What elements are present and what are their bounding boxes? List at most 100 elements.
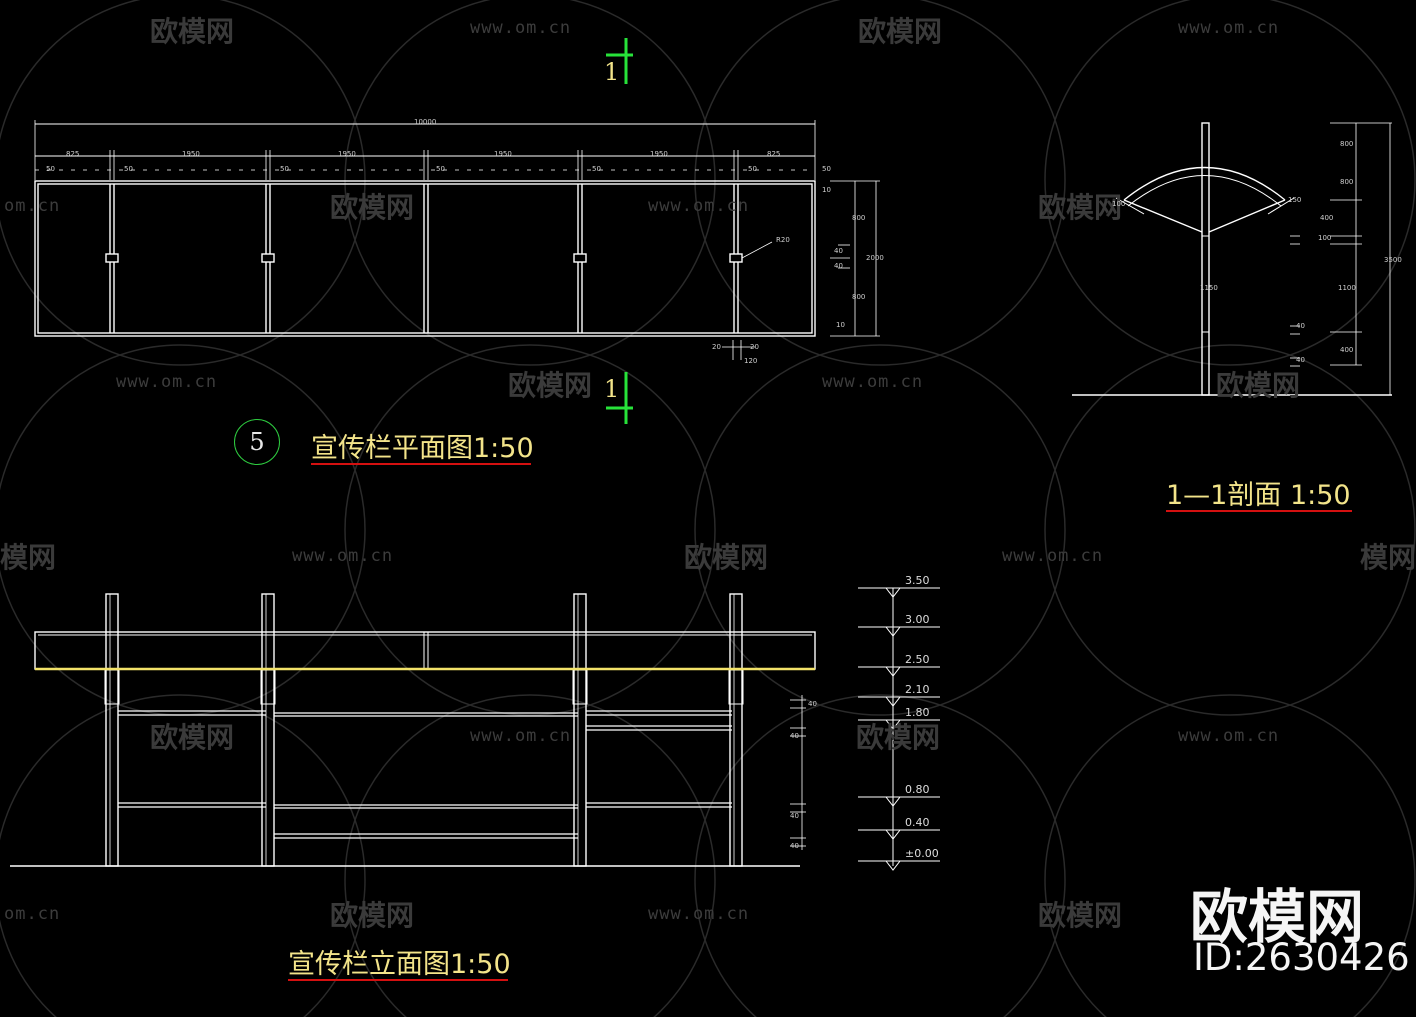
watermark-logo: 欧模网 bbox=[684, 541, 769, 574]
watermark-circle bbox=[0, 694, 366, 1017]
dim-post-5: 50 bbox=[592, 165, 601, 173]
elevation-rails bbox=[118, 710, 732, 839]
elevation-post-bracket bbox=[260, 669, 276, 705]
watermark-circle bbox=[1044, 344, 1416, 716]
watermark-circle bbox=[1044, 694, 1416, 1017]
sec-dim-post: 1150 bbox=[1200, 284, 1218, 292]
level-label: 2.10 bbox=[905, 683, 930, 696]
level-triangle bbox=[884, 587, 902, 598]
watermark-logo: 欧模网 bbox=[508, 369, 593, 402]
dim-seg2: 1950 bbox=[182, 150, 200, 158]
dim-seg1: 825 bbox=[66, 150, 80, 158]
dim-post-4: 50 bbox=[436, 165, 445, 173]
watermark-circle bbox=[344, 694, 716, 1017]
level-label: 3.50 bbox=[905, 574, 930, 587]
level-triangle bbox=[884, 860, 902, 871]
section-post bbox=[1201, 122, 1210, 396]
watermark-circle bbox=[694, 0, 1066, 366]
watermark-url: om.cn bbox=[4, 196, 61, 216]
elev-dim-b: 40 bbox=[790, 732, 799, 740]
watermark-circle bbox=[344, 0, 716, 366]
watermark-url: www.om.cn bbox=[648, 196, 750, 216]
watermark-url: www.om.cn bbox=[470, 726, 572, 746]
level-label: 3.00 bbox=[905, 613, 930, 626]
sec-dim-arc-r: 150 bbox=[1288, 196, 1302, 204]
watermark-url: www.om.cn bbox=[1178, 18, 1280, 38]
dim-mid-a: 40 bbox=[834, 247, 843, 255]
plan-posts bbox=[109, 184, 739, 333]
dim-radius: R20 bbox=[776, 236, 790, 244]
watermark-logo: 欧模网 bbox=[330, 899, 415, 932]
dim-seg4: 1950 bbox=[494, 150, 512, 158]
dim-post-6: 50 bbox=[748, 165, 757, 173]
section-title: 1—1剖面 1:50 bbox=[1166, 480, 1351, 511]
plan-title: 宣传栏平面图1:50 bbox=[311, 433, 534, 464]
dim-seg3: 1950 bbox=[338, 150, 356, 158]
sec-dim-3: 400 bbox=[1320, 214, 1334, 222]
sec-dim-1: 800 bbox=[1340, 140, 1354, 148]
elevation-title-underline bbox=[288, 979, 508, 981]
sec-dim-total: 3500 bbox=[1384, 256, 1402, 264]
watermark-logo: 欧模网 bbox=[1038, 899, 1123, 932]
watermark-url: www.om.cn bbox=[292, 546, 394, 566]
elev-dim-c: 40 bbox=[790, 812, 799, 820]
section-canopy-arc bbox=[1123, 166, 1286, 201]
dim-post-3: 50 bbox=[280, 165, 289, 173]
dim-ticks bbox=[35, 150, 815, 180]
plan-outer-frame bbox=[34, 180, 816, 337]
level-markers bbox=[858, 587, 940, 871]
elevation-view bbox=[10, 587, 940, 871]
level-triangle bbox=[884, 719, 902, 730]
brand-id: ID:2630426 bbox=[1193, 936, 1410, 979]
watermark-url: www.om.cn bbox=[648, 904, 750, 924]
elev-dim-d: 40 bbox=[790, 842, 799, 850]
watermark-logo: 欧模网 bbox=[858, 15, 943, 48]
level-label: 0.80 bbox=[905, 783, 930, 796]
dim-height-top: 800 bbox=[852, 214, 866, 222]
sec-dim-arc-l: 100 bbox=[1112, 200, 1126, 208]
watermark-logo: 模网 bbox=[0, 541, 57, 574]
sec-dim-5: 1100 bbox=[1338, 284, 1356, 292]
dim-edge-top: 10 bbox=[822, 186, 831, 194]
level-triangle bbox=[884, 626, 902, 637]
dim-detail-c: 120 bbox=[744, 357, 758, 365]
dim-seg5: 1950 bbox=[650, 150, 668, 158]
brand-logo: 欧模网 bbox=[1190, 883, 1365, 951]
level-triangle bbox=[884, 796, 902, 807]
sec-dim-2: 800 bbox=[1340, 178, 1354, 186]
dim-post-7: 50 bbox=[822, 165, 831, 173]
watermark-logo: 欧模网 bbox=[1216, 369, 1301, 402]
elevation-post-bracket bbox=[572, 669, 588, 705]
level-triangle bbox=[884, 829, 902, 840]
plan-title-underline bbox=[311, 463, 531, 465]
watermark-circle bbox=[694, 694, 1066, 1017]
dim-detail-a: 20 bbox=[712, 343, 721, 351]
watermark-circle bbox=[0, 0, 366, 366]
watermark-url: www.om.cn bbox=[1178, 726, 1280, 746]
dim-post-1: 50 bbox=[46, 165, 55, 173]
plan-right-dims bbox=[722, 180, 880, 360]
elevation-post bbox=[261, 593, 275, 867]
watermark-logo: 欧模网 bbox=[856, 721, 941, 754]
sec-dim-small2: 40 bbox=[1296, 356, 1305, 364]
watermark-logo: 欧模网 bbox=[330, 191, 415, 224]
level-label: ±0.00 bbox=[905, 847, 939, 860]
watermark-logo: 欧模网 bbox=[150, 15, 235, 48]
dim-detail-b: 20 bbox=[750, 343, 759, 351]
section-mark-bottom: 1 bbox=[604, 375, 620, 403]
watermark-url: om.cn bbox=[4, 904, 61, 924]
level-label: 0.40 bbox=[905, 816, 930, 829]
section-mark-top: 1 bbox=[604, 58, 620, 86]
elevation-small-dims bbox=[790, 695, 806, 850]
watermark-url: www.om.cn bbox=[470, 18, 572, 38]
elevation-board bbox=[34, 631, 816, 670]
dim-total: 10000 bbox=[414, 118, 437, 126]
watermark-url: www.om.cn bbox=[116, 372, 218, 392]
section-brace-left bbox=[1123, 199, 1203, 233]
drawing-number-circle: 5 bbox=[234, 419, 280, 465]
section-view bbox=[1072, 122, 1392, 396]
watermark-logo: 欧模网 bbox=[150, 721, 235, 754]
watermark-circle bbox=[694, 344, 1066, 716]
elev-dim-a: 40 bbox=[808, 700, 817, 708]
